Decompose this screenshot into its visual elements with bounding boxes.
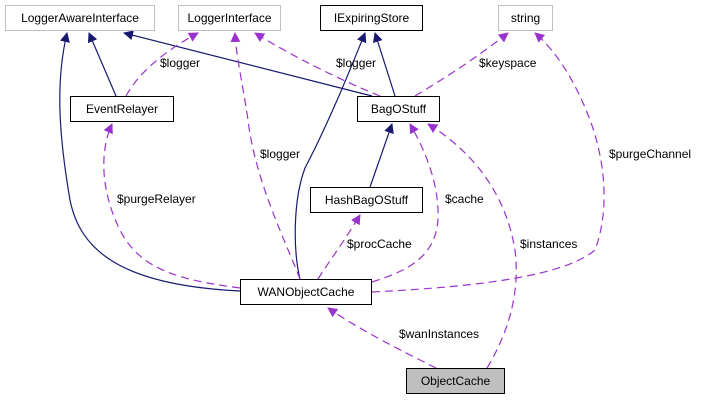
edge-bagostuff-string xyxy=(414,32,509,97)
node-loggerawareinterface[interactable]: LoggerAwareInterface xyxy=(5,5,155,31)
edge-wan-hashbag xyxy=(317,214,361,280)
edge-label-purgechannel: $purgeChannel xyxy=(609,147,692,161)
node-bagostuff[interactable]: BagOStuff xyxy=(357,96,440,122)
edge-label-cache: $cache xyxy=(445,192,484,206)
edge-label-proccache: $procCache xyxy=(347,237,412,251)
edge-bagostuff-iexpiring xyxy=(372,32,396,97)
node-label: string xyxy=(510,11,541,25)
node-label: LoggerAwareInterface xyxy=(21,11,139,25)
edge-wan-eventrelayer xyxy=(103,123,241,289)
node-loggerinterface[interactable]: LoggerInterface xyxy=(178,5,281,31)
edge-hashbag-bagostuff xyxy=(369,123,394,188)
node-label: LoggerInterface xyxy=(187,11,272,25)
node-wanobjectcache[interactable]: WANObjectCache xyxy=(240,279,372,305)
node-objectcache: ObjectCache xyxy=(406,368,505,394)
edge-label-purgerelayer: $purgeRelayer xyxy=(117,192,196,206)
node-string[interactable]: string xyxy=(498,5,553,31)
edge-wan-iexpiring xyxy=(294,32,367,280)
edge-wan-bagostuff xyxy=(371,123,439,283)
node-label: HashBagOStuff xyxy=(324,193,409,207)
node-label: ObjectCache xyxy=(420,374,491,388)
node-label: IExpiringStore xyxy=(333,11,410,25)
edge-label-logger-bagostuff: $logger xyxy=(336,56,377,70)
edge-eventrelayer-loggeraware xyxy=(87,32,117,97)
edge-bagostuff-loggeraware xyxy=(123,30,373,97)
edge-bagostuff-loggerinterface xyxy=(254,32,381,97)
node-eventrelayer[interactable]: EventRelayer xyxy=(70,96,174,122)
edge-label-logger-eventrelayer: $logger xyxy=(160,56,201,70)
node-hashbagostuff[interactable]: HashBagOStuff xyxy=(310,187,423,213)
node-iexpiringstore[interactable]: IExpiringStore xyxy=(320,5,423,31)
node-label: WANObjectCache xyxy=(257,285,355,299)
node-label: BagOStuff xyxy=(370,102,427,116)
edge-wan-loggeraware xyxy=(59,32,241,292)
edge-label-waninstances: $wanInstances xyxy=(399,327,480,341)
edge-objectcache-bagostuff xyxy=(427,123,517,369)
edge-wan-string xyxy=(371,32,605,293)
edge-label-logger-wan: $logger xyxy=(260,147,301,161)
edge-label-instances: $instances xyxy=(520,237,578,251)
node-label: EventRelayer xyxy=(85,102,159,116)
edge-label-keyspace: $keyspace xyxy=(479,56,537,70)
edge-objectcache-wan xyxy=(327,307,437,369)
